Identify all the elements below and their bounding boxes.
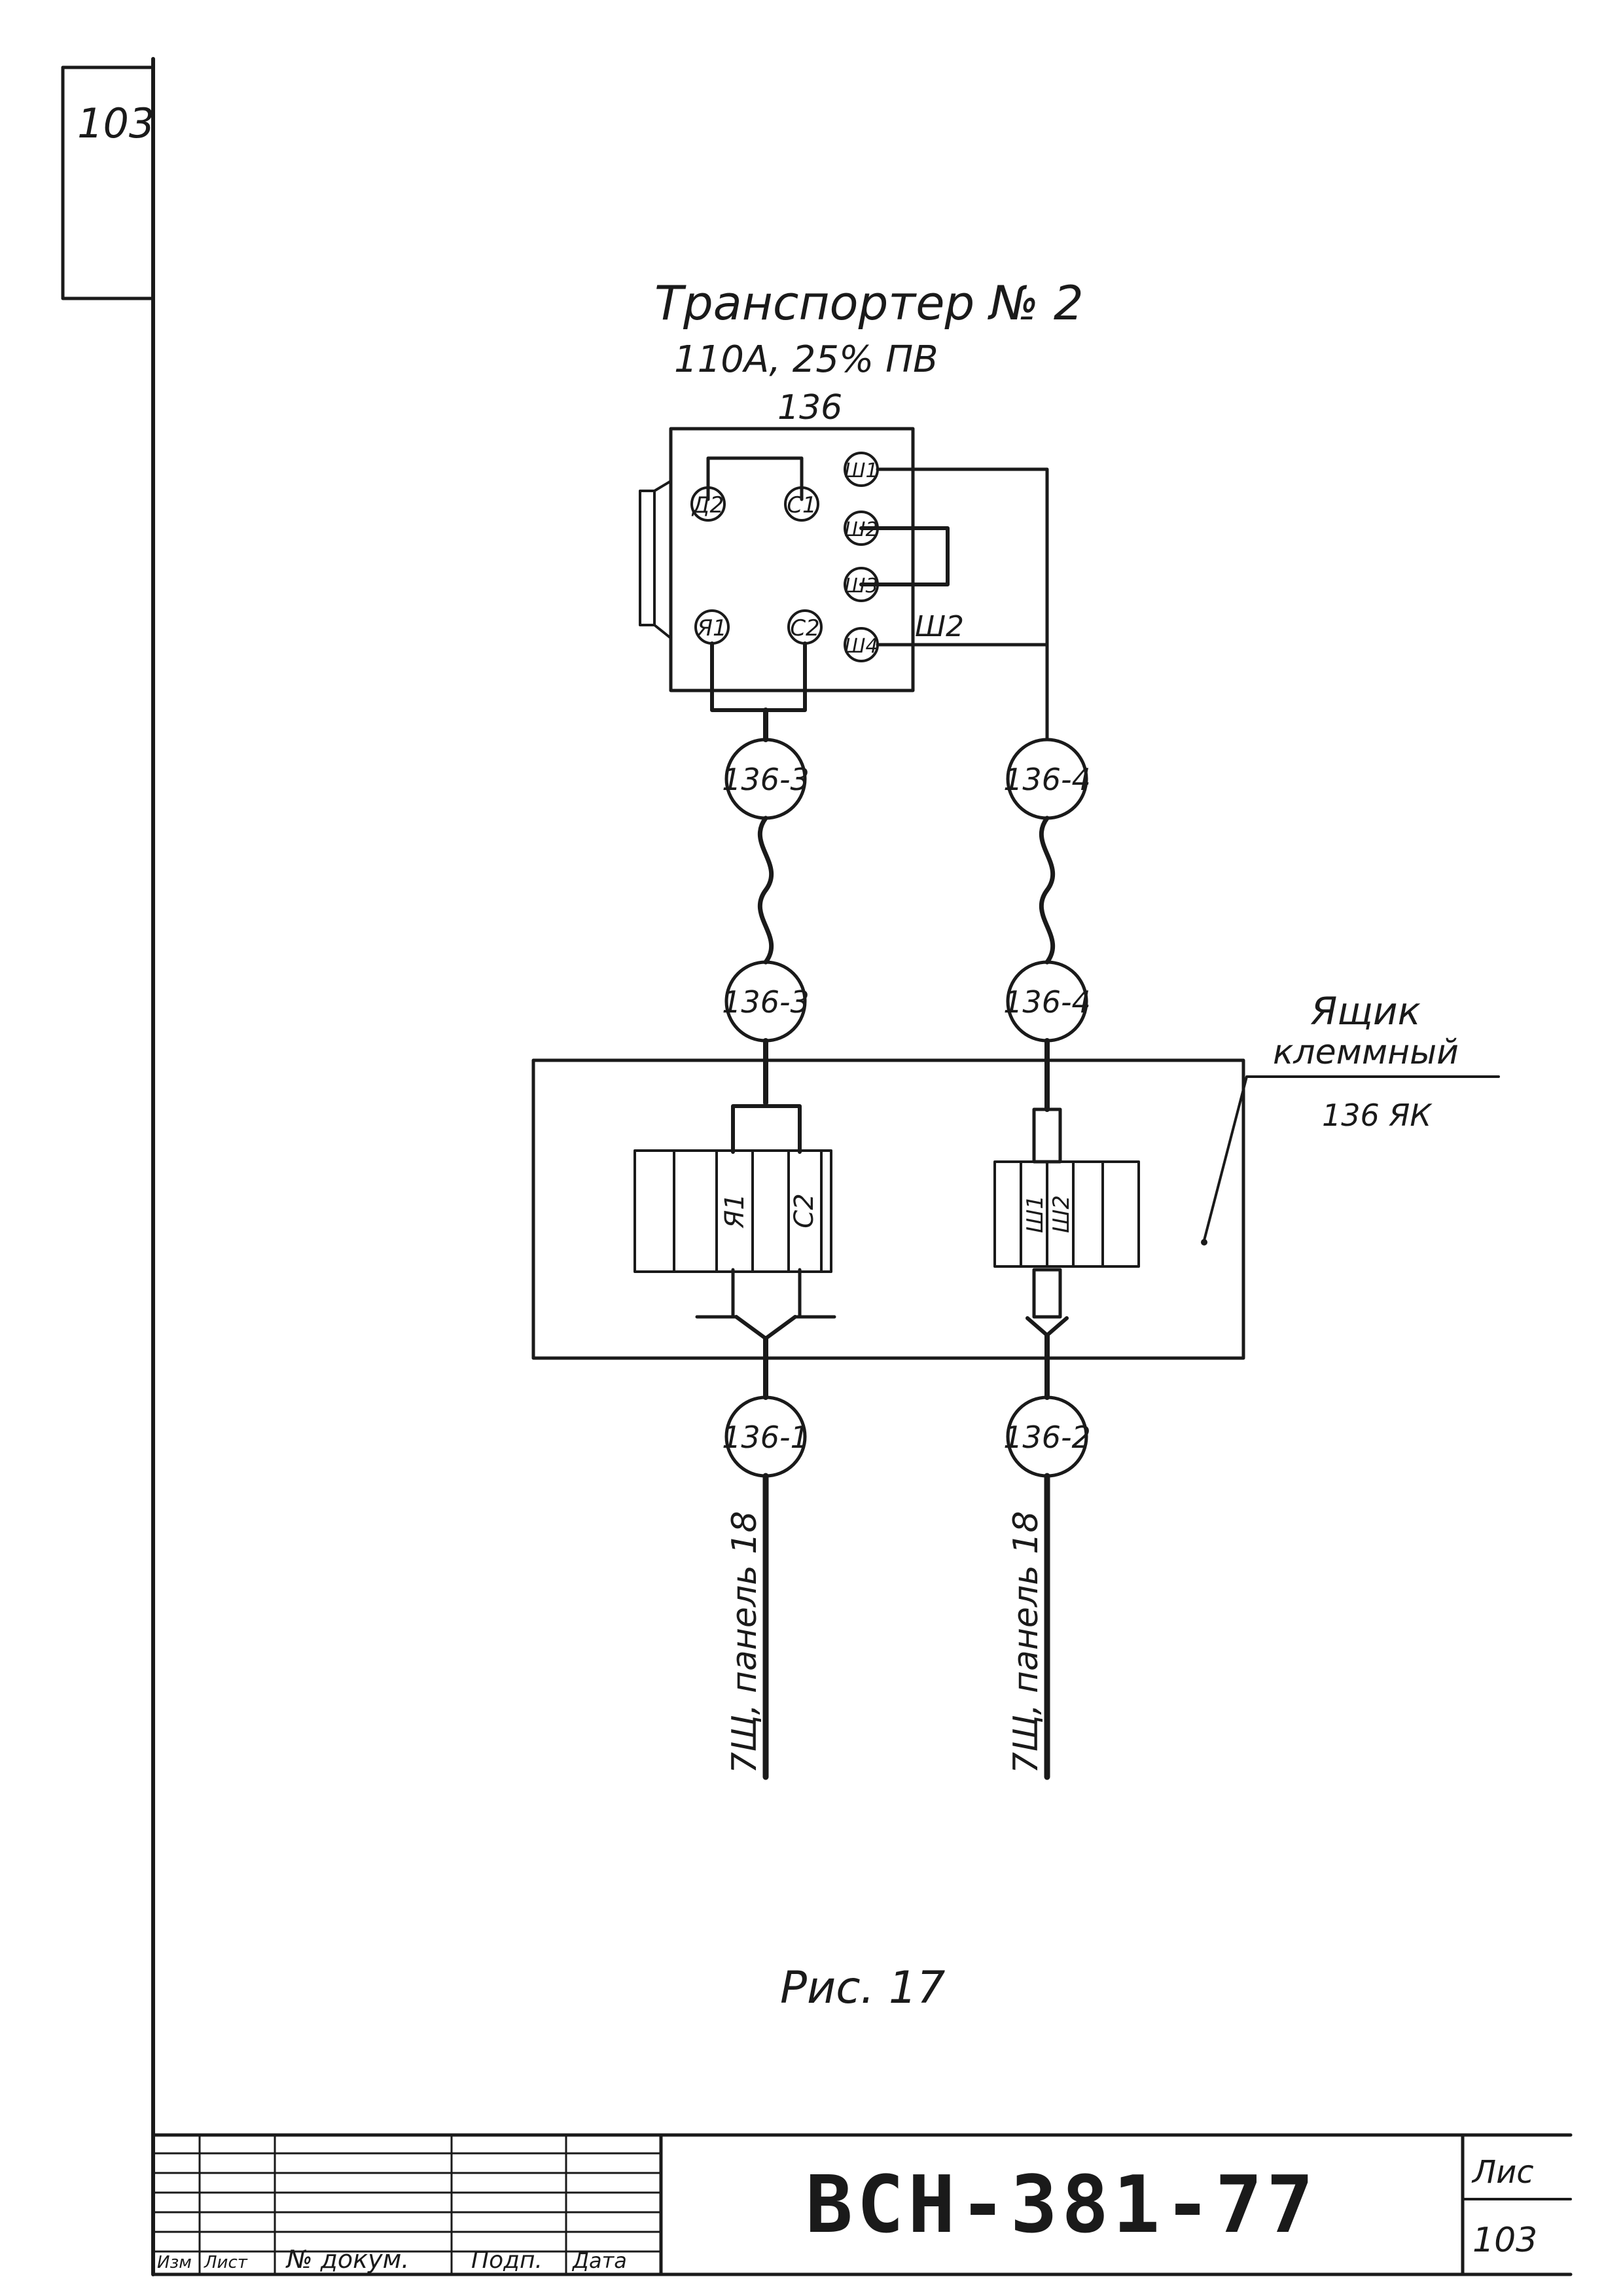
connector-lower-right-label: 136-2 <box>1003 1420 1091 1455</box>
strip-label-ya1: Я1 <box>720 1193 750 1229</box>
terminal-ya1: Я1 <box>694 609 730 645</box>
document-code: ВСН-381-77 <box>806 2160 1317 2251</box>
connector-middle-right-label: 136-4 <box>1003 984 1091 1020</box>
col-header-sheet: Лист <box>204 2253 248 2272</box>
motor-id: 136 <box>777 388 842 427</box>
connector-middle-left: 136-3 <box>722 960 810 1043</box>
terminal-c2: С2 <box>787 609 823 645</box>
connector-middle-left-label: 136-3 <box>722 984 810 1020</box>
strip-label-sh2: Ш2 <box>1048 1195 1075 1233</box>
terminal-sh3: Ш3 <box>844 567 879 602</box>
sheet-frame <box>61 57 1573 2276</box>
terminal-d2: Д2 <box>690 486 726 522</box>
terminal-ya1-label: Я1 <box>696 615 726 641</box>
motor-body <box>639 427 950 692</box>
terminal-c1-label: С1 <box>787 492 816 518</box>
cable-destination-right: 7Щ, панель 18 <box>1007 1511 1046 1774</box>
connector-upper-left-label: 136-3 <box>722 762 810 797</box>
terminal-box-title-2: клеммный <box>1273 1033 1459 1072</box>
connector-lower-left: 136-1 <box>722 1395 810 1478</box>
terminal-d2-label: Д2 <box>691 492 724 518</box>
terminal-box-title-1: Ящик <box>1310 989 1421 1033</box>
terminal-box <box>531 1058 1500 1360</box>
sheet-number: 103 <box>1472 2221 1537 2260</box>
cable-destination-left: 7Щ, панель 18 <box>725 1511 764 1774</box>
terminal-sh1-label: Ш1 <box>844 459 878 482</box>
connector-upper-left: 136-3 <box>722 738 810 820</box>
terminal-sh4: Ш4 <box>844 627 879 662</box>
terminal-c1: С1 <box>784 486 819 522</box>
wire-label-sh2: Ш2 <box>915 610 964 643</box>
terminal-sh2-label: Ш2 <box>844 518 878 541</box>
col-header-signature: Подп. <box>471 2247 543 2274</box>
col-header-date: Дата <box>571 2248 627 2273</box>
motor-rating: 110А, 25% ПВ <box>674 338 938 381</box>
wiring <box>695 467 1069 1780</box>
terminal-sh1: Ш1 <box>844 452 879 487</box>
connector-lower-right: 136-2 <box>1003 1395 1091 1478</box>
connector-middle-right: 136-4 <box>1003 960 1091 1043</box>
connector-upper-right: 136-4 <box>1003 738 1091 820</box>
title-block <box>151 2133 1573 2276</box>
connector-lower-left-label: 136-1 <box>722 1420 810 1455</box>
terminal-sh3-label: Ш3 <box>844 575 878 598</box>
col-header-change: Изм <box>157 2253 192 2272</box>
strip-label-c2: С2 <box>789 1193 819 1228</box>
col-header-doc-number: № докум. <box>285 2245 409 2274</box>
corner-sheet-number: 103 <box>77 99 154 147</box>
connector-upper-right-label: 136-4 <box>1003 762 1091 797</box>
strip-label-sh1: Ш1 <box>1022 1195 1048 1233</box>
figure-caption: Рис. 17 <box>780 1962 945 2014</box>
terminal-sh2: Ш2 <box>844 511 879 546</box>
motor-title: Транспортер № 2 <box>654 276 1084 331</box>
terminal-sh4-label: Ш4 <box>844 635 878 658</box>
sheet-label: Лис <box>1471 2154 1534 2191</box>
terminal-box-id: 136 ЯК <box>1322 1098 1433 1133</box>
terminal-c2-label: С2 <box>790 615 819 641</box>
